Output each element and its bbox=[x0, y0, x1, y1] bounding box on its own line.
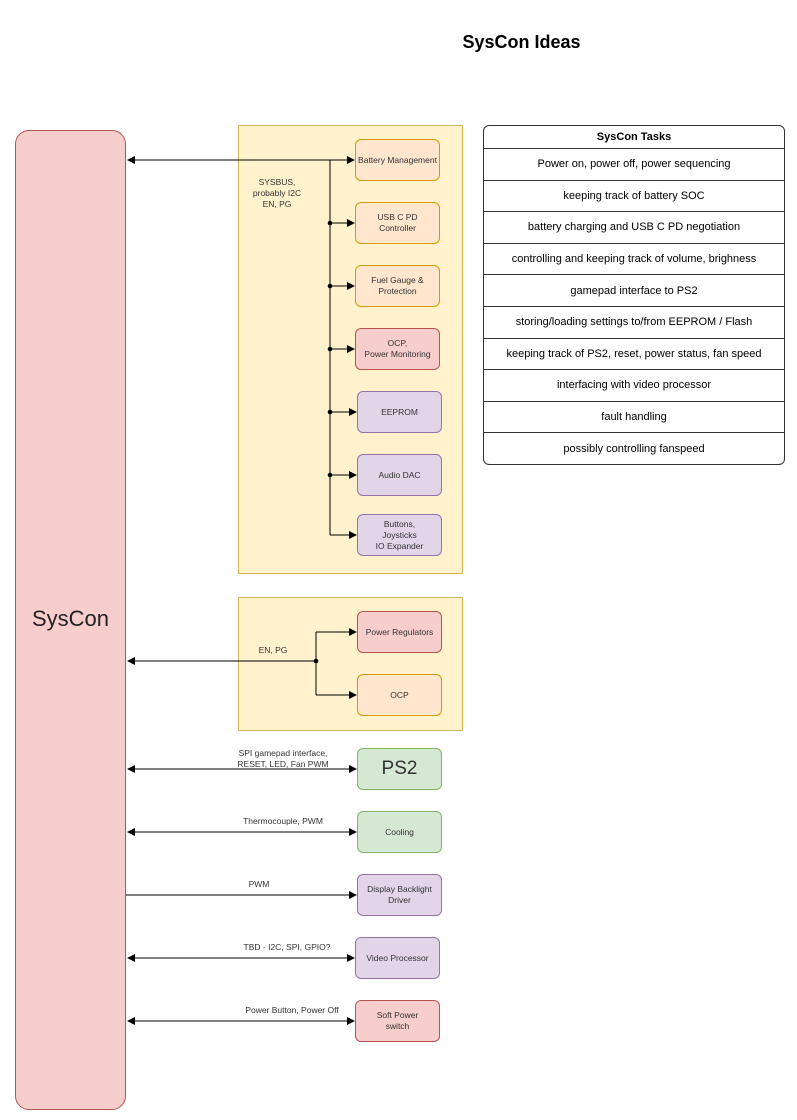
battery-management-block[interactable]: Battery Management bbox=[355, 139, 440, 181]
ps2-link-label: SPI gamepad interface, RESET, LED, Fan P… bbox=[237, 748, 329, 769]
fuel-gauge-block[interactable]: Fuel Gauge & Protection bbox=[355, 265, 440, 307]
ocp-block[interactable]: OCP bbox=[357, 674, 442, 716]
io-expander-block[interactable]: Buttons, Joysticks IO Expander bbox=[357, 514, 442, 556]
video-link-label: TBD - I2C, SPI, GPIO? bbox=[243, 942, 331, 952]
tasks-header: SysCon Tasks bbox=[484, 126, 784, 149]
task-item: fault handling bbox=[484, 402, 784, 434]
syscon-block[interactable]: SysCon bbox=[15, 130, 126, 1110]
task-item: keeping track of battery SOC bbox=[484, 181, 784, 213]
task-item: Power on, power off, power sequencing bbox=[484, 149, 784, 181]
power-regulators-block[interactable]: Power Regulators bbox=[357, 611, 442, 653]
display-backlight-driver-block[interactable]: Display Backlight Driver bbox=[357, 874, 442, 916]
audio-dac-block[interactable]: Audio DAC bbox=[357, 454, 442, 496]
sysbus-label: SYSBUS, probably I2C EN, PG bbox=[252, 177, 302, 209]
task-item: storing/loading settings to/from EEPROM … bbox=[484, 307, 784, 339]
task-item: gamepad interface to PS2 bbox=[484, 275, 784, 307]
eeprom-block[interactable]: EEPROM bbox=[357, 391, 442, 433]
video-processor-block[interactable]: Video Processor bbox=[355, 937, 440, 979]
ps2-block[interactable]: PS2 bbox=[357, 748, 442, 790]
softpower-link-label: Power Button, Power Off bbox=[245, 1005, 339, 1015]
syscon-label: SysCon bbox=[31, 606, 110, 631]
power-label: EN, PG bbox=[258, 645, 288, 655]
page-title: SysCon Ideas bbox=[462, 32, 581, 52]
task-item: controlling and keeping track of volume,… bbox=[484, 244, 784, 276]
backlight-link-label: PWM bbox=[248, 879, 270, 889]
task-item: keeping track of PS2, reset, power statu… bbox=[484, 339, 784, 371]
task-item: interfacing with video processor bbox=[484, 370, 784, 402]
ocp-power-monitoring-block[interactable]: OCP, Power Monitoring bbox=[355, 328, 440, 370]
cooling-link-label: Thermocouple, PWM bbox=[243, 816, 323, 826]
usb-c-pd-controller-block[interactable]: USB C PD Controller bbox=[355, 202, 440, 244]
cooling-block[interactable]: Cooling bbox=[357, 811, 442, 853]
task-item: battery charging and USB C PD negotiatio… bbox=[484, 212, 784, 244]
syscon-tasks-table: SysCon Tasks Power on, power off, power … bbox=[483, 125, 785, 465]
task-item: possibly controlling fanspeed bbox=[563, 443, 705, 456]
soft-power-switch-block[interactable]: Soft Power switch bbox=[355, 1000, 440, 1042]
